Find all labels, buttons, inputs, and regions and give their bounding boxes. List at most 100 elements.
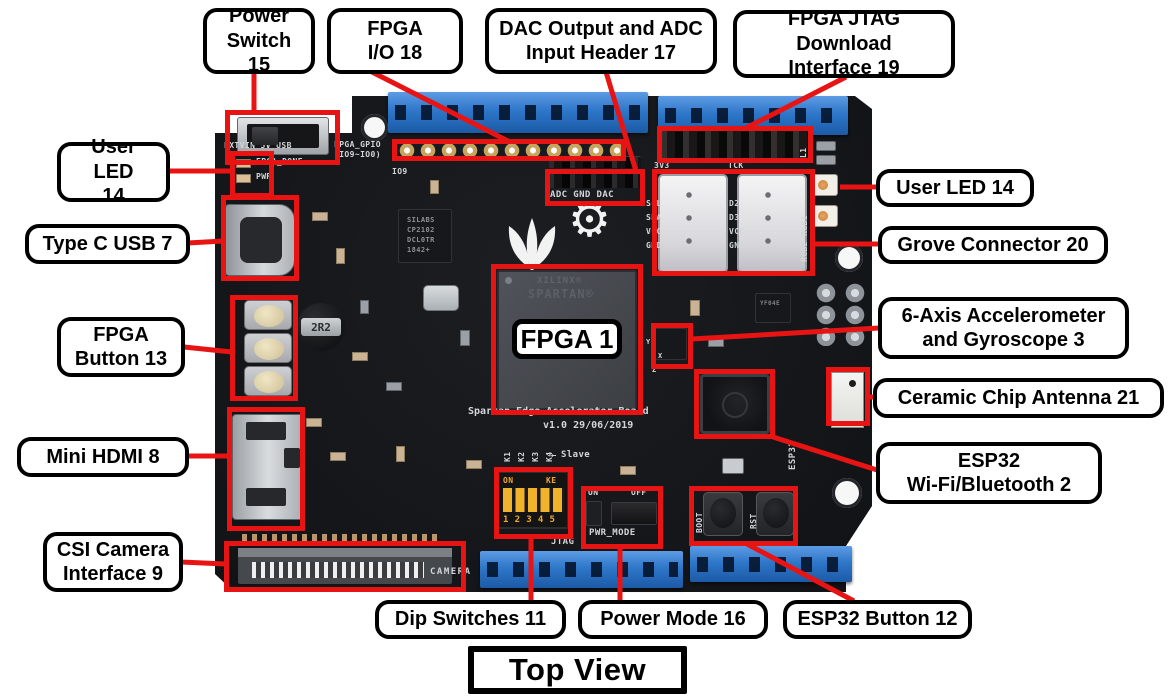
- silkscreen-pwr: PWR: [256, 172, 272, 181]
- silkscreen-camera: CAMERA: [430, 567, 472, 577]
- silkscreen-tck: TCK: [728, 161, 744, 170]
- annotation-box-csi: [224, 541, 466, 592]
- callout-fpga-jtag: FPGA JTAG Download Interface 19: [733, 8, 955, 79]
- annotation-box-fpga-buttons: [230, 295, 298, 401]
- callout-user-led-left: User LED 14: [57, 136, 170, 207]
- silkscreen-k3: K3: [531, 451, 540, 462]
- silkscreen-ext-power: EXTVIN 5V USB: [224, 141, 292, 150]
- inductor-marking: 2R2: [301, 318, 341, 336]
- silkscreen-adc-gnd-dac: ADC GND DAC: [550, 190, 615, 200]
- smd-component: [306, 418, 322, 427]
- fpga-chip-brand: SPARTAN®: [528, 287, 594, 301]
- fpga-user-button-3: [244, 366, 292, 396]
- dip-ke-label: KE: [546, 476, 557, 485]
- silkscreen-pwr-mode: PWR_MODE: [589, 528, 636, 538]
- user-led-rgb1-die: [818, 180, 828, 190]
- crystal-oscillator: [423, 285, 459, 311]
- chip-marking: YF04E: [760, 300, 781, 307]
- mounting-hole: [361, 114, 388, 141]
- arduino-header-bottom-left: [480, 551, 683, 588]
- fpga-user-button-1: [244, 300, 292, 330]
- silkscreen-axis-y: Y: [646, 338, 651, 346]
- smd-component: [816, 155, 836, 165]
- seeed-logo-icon: [508, 218, 556, 274]
- callout-fpga-io: FPGA I/O 18: [327, 8, 463, 74]
- smd-component: [722, 458, 744, 474]
- ceramic-antenna: [831, 372, 864, 428]
- annotation-box-jtag: [657, 126, 813, 163]
- annotation-box-esp32: [694, 369, 775, 439]
- csi-pins: [252, 562, 424, 578]
- mounting-hole: [835, 244, 863, 272]
- smd-component: [466, 460, 482, 469]
- annotation-box-esp32-buttons: [689, 486, 798, 546]
- silkscreen-axis-z: Z: [652, 366, 657, 374]
- power-switch-knob: [252, 127, 278, 145]
- annotation-box-antenna: [826, 367, 870, 426]
- annotation-box-dip: [494, 467, 573, 539]
- ioexp-chip: [755, 293, 791, 323]
- smd-component: [690, 300, 700, 316]
- grove2-pin-label: VCC: [729, 227, 745, 236]
- arduino-header-top-left: [388, 92, 648, 133]
- annotation-box-fpga-gpio: [392, 139, 626, 161]
- grove-connector-1: [658, 174, 728, 273]
- silkscreen-slave: Slave: [561, 450, 591, 460]
- smd-component: [336, 248, 345, 264]
- callout-grove: Grove Connector 20: [878, 226, 1108, 264]
- pwr-mode-pin: [586, 501, 602, 526]
- smd-component: [708, 338, 724, 347]
- chip-marking: 1842+: [407, 246, 431, 254]
- esp32-rst-button: [756, 492, 794, 536]
- mounting-hole: [832, 478, 862, 508]
- fpga-chip-label: FPGA 1: [512, 319, 622, 359]
- silkscreen-jtag: JTAG: [551, 537, 575, 547]
- callout-power-switch: Power Switch 15: [203, 5, 315, 76]
- silkscreen-k2: K2: [517, 451, 526, 462]
- pwr-led: [236, 174, 251, 183]
- callout-antenna: Ceramic Chip Antenna 21: [873, 378, 1164, 418]
- annotation-box-hdmi: [227, 407, 305, 531]
- hdmi-detail: [246, 488, 286, 506]
- callout-dip-switches: Dip Switches 11: [375, 600, 566, 639]
- annotation-box-dac-adc: [545, 169, 645, 206]
- fpga-chip-brand: XILINX®: [537, 276, 582, 286]
- user-led-rgb2-die: [818, 211, 828, 221]
- silkscreen-io9: IO9: [392, 167, 408, 176]
- annotation-box-power-switch: [225, 110, 340, 165]
- usb-c-slot: [240, 217, 282, 263]
- hdmi-detail: [284, 448, 300, 468]
- smd-component: [460, 330, 470, 346]
- chip-marking: DCL0TR: [407, 236, 435, 244]
- hdmi-detail: [246, 422, 286, 440]
- silkscreen-esp32: ESP32: [788, 440, 798, 470]
- arduino-header-bottom-right: [690, 546, 852, 582]
- callout-esp32-button: ESP32 Button 12: [783, 600, 972, 639]
- fpga-gpio-holes: [397, 141, 625, 160]
- grove-connector-2: [737, 174, 807, 273]
- silkscreen-fpga-gpio: FPGA_GPIO: [334, 140, 381, 149]
- figure-title: Top View: [468, 646, 687, 694]
- callout-power-mode: Power Mode 16: [578, 600, 768, 639]
- callout-dac-adc-header: DAC Output and ADC Input Header 17: [485, 8, 717, 74]
- smd-component: [330, 452, 346, 461]
- antenna-dot: [849, 380, 856, 387]
- dip-switch-levers: [503, 488, 564, 512]
- callout-esp32-wifi: ESP32 Wi-Fi/Bluetooth 2: [876, 442, 1102, 504]
- callout-user-led-right: User LED 14: [876, 169, 1034, 207]
- csi-latch-bar: [238, 548, 452, 557]
- dip-numbers: 1 2 3 4 5: [503, 515, 556, 525]
- silkscreen-3v3: 3V3: [654, 161, 670, 170]
- smd-component: [430, 180, 439, 194]
- grove2-pin-label: D3: [729, 213, 740, 222]
- callout-accel-gyro: 6-Axis Accelerometer and Gyroscope 3: [878, 297, 1129, 359]
- smd-component: [396, 446, 405, 462]
- silkscreen-pm-on: ON: [588, 488, 599, 497]
- chip-marking: CP2102: [407, 226, 435, 234]
- callout-csi-camera: CSI Camera Interface 9: [43, 532, 183, 592]
- annotation-box-user-led-left: [230, 151, 274, 198]
- silkscreen-k1: K1: [503, 451, 512, 462]
- grove2-pin-label: GND: [729, 241, 745, 250]
- annotation-box-power-mode: [581, 486, 663, 549]
- dip-on-label: ON: [503, 476, 514, 485]
